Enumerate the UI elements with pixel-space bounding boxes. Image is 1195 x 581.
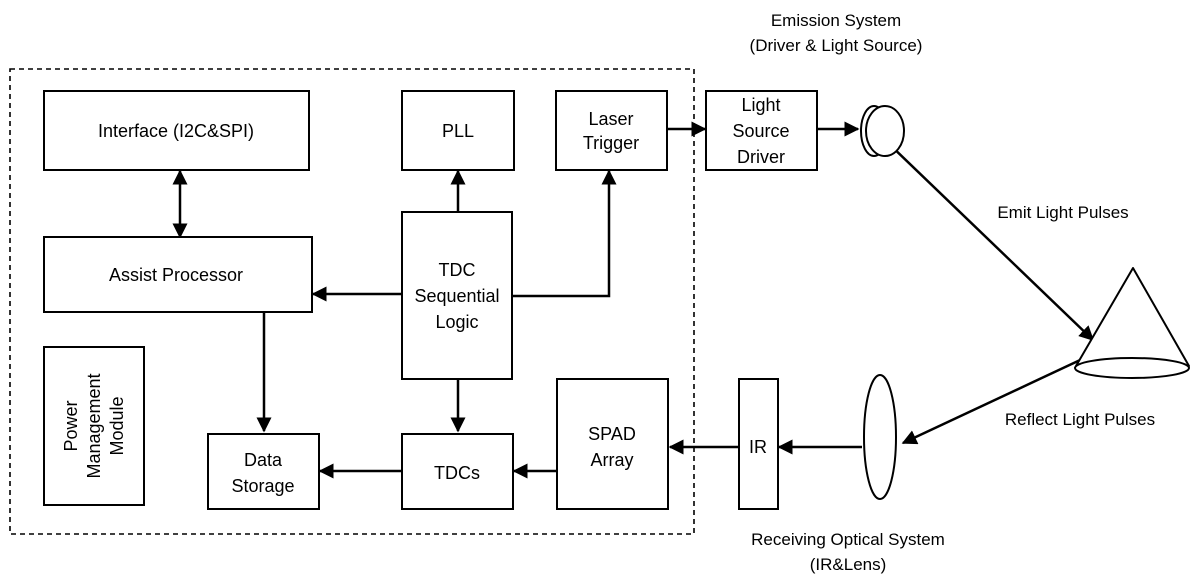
light-source-driver-label-2: Source [732, 121, 789, 141]
emit-beam-arrow [885, 140, 1095, 342]
assist-processor-label: Assist Processor [109, 265, 243, 285]
emission-system-subtitle: (Driver & Light Source) [750, 36, 923, 55]
power-label-2: Management [84, 373, 104, 478]
tdc-sequential-logic-block: TDC Sequential Logic [401, 211, 513, 380]
tdc-logic-label-1: TDC [439, 260, 476, 280]
emission-system-title: Emission System [771, 11, 901, 30]
data-storage-label-2: Storage [231, 476, 294, 496]
reflect-light-pulses-label: Reflect Light Pulses [1005, 410, 1155, 429]
connectors [172, 121, 1095, 479]
power-label-3: Module [107, 396, 127, 455]
tdcs-label: TDCs [434, 463, 480, 483]
pll-label: PLL [442, 121, 474, 141]
power-label-1: Power [61, 400, 81, 451]
ir-filter-block: IR [738, 378, 779, 510]
light-source-driver-label-1: Light [741, 95, 780, 115]
assist-processor-block: Assist Processor [43, 236, 313, 313]
ir-label: IR [749, 437, 767, 457]
tdc-logic-label-3: Logic [435, 312, 478, 332]
spad-label-2: Array [590, 450, 633, 470]
spad-label-1: SPAD [588, 424, 636, 444]
light-source-driver-block: Light Source Driver [705, 90, 818, 171]
light-source-icon [860, 105, 905, 157]
receiving-system-subtitle: (IR&Lens) [810, 555, 887, 574]
receiving-system-title: Receiving Optical System [751, 530, 945, 549]
laser-trigger-label-1: Laser [588, 109, 633, 129]
spad-array-block: SPAD Array [556, 378, 669, 510]
interface-label: Interface (I2C&SPI) [98, 121, 254, 141]
target-cone-icon [1074, 267, 1190, 379]
interface-block: Interface (I2C&SPI) [43, 90, 310, 171]
tdcs-block: TDCs [401, 433, 514, 510]
chip-boundary [9, 68, 695, 535]
tdc-logic-label-2: Sequential [414, 286, 499, 306]
data-storage-block: Data Storage [207, 433, 320, 510]
pll-block: PLL [401, 90, 515, 171]
laser-trigger-block: Laser Trigger [555, 90, 668, 171]
light-source-driver-label-3: Driver [737, 147, 785, 167]
tdc-to-laser-trigger-arrow [512, 169, 617, 298]
emit-light-pulses-label: Emit Light Pulses [997, 203, 1128, 222]
laser-trigger-label-2: Trigger [583, 133, 639, 153]
power-management-block: Power Management Module [43, 346, 145, 506]
reflect-beam-arrow [901, 352, 1094, 445]
lens-icon [863, 374, 897, 500]
data-storage-label-1: Data [244, 450, 283, 470]
